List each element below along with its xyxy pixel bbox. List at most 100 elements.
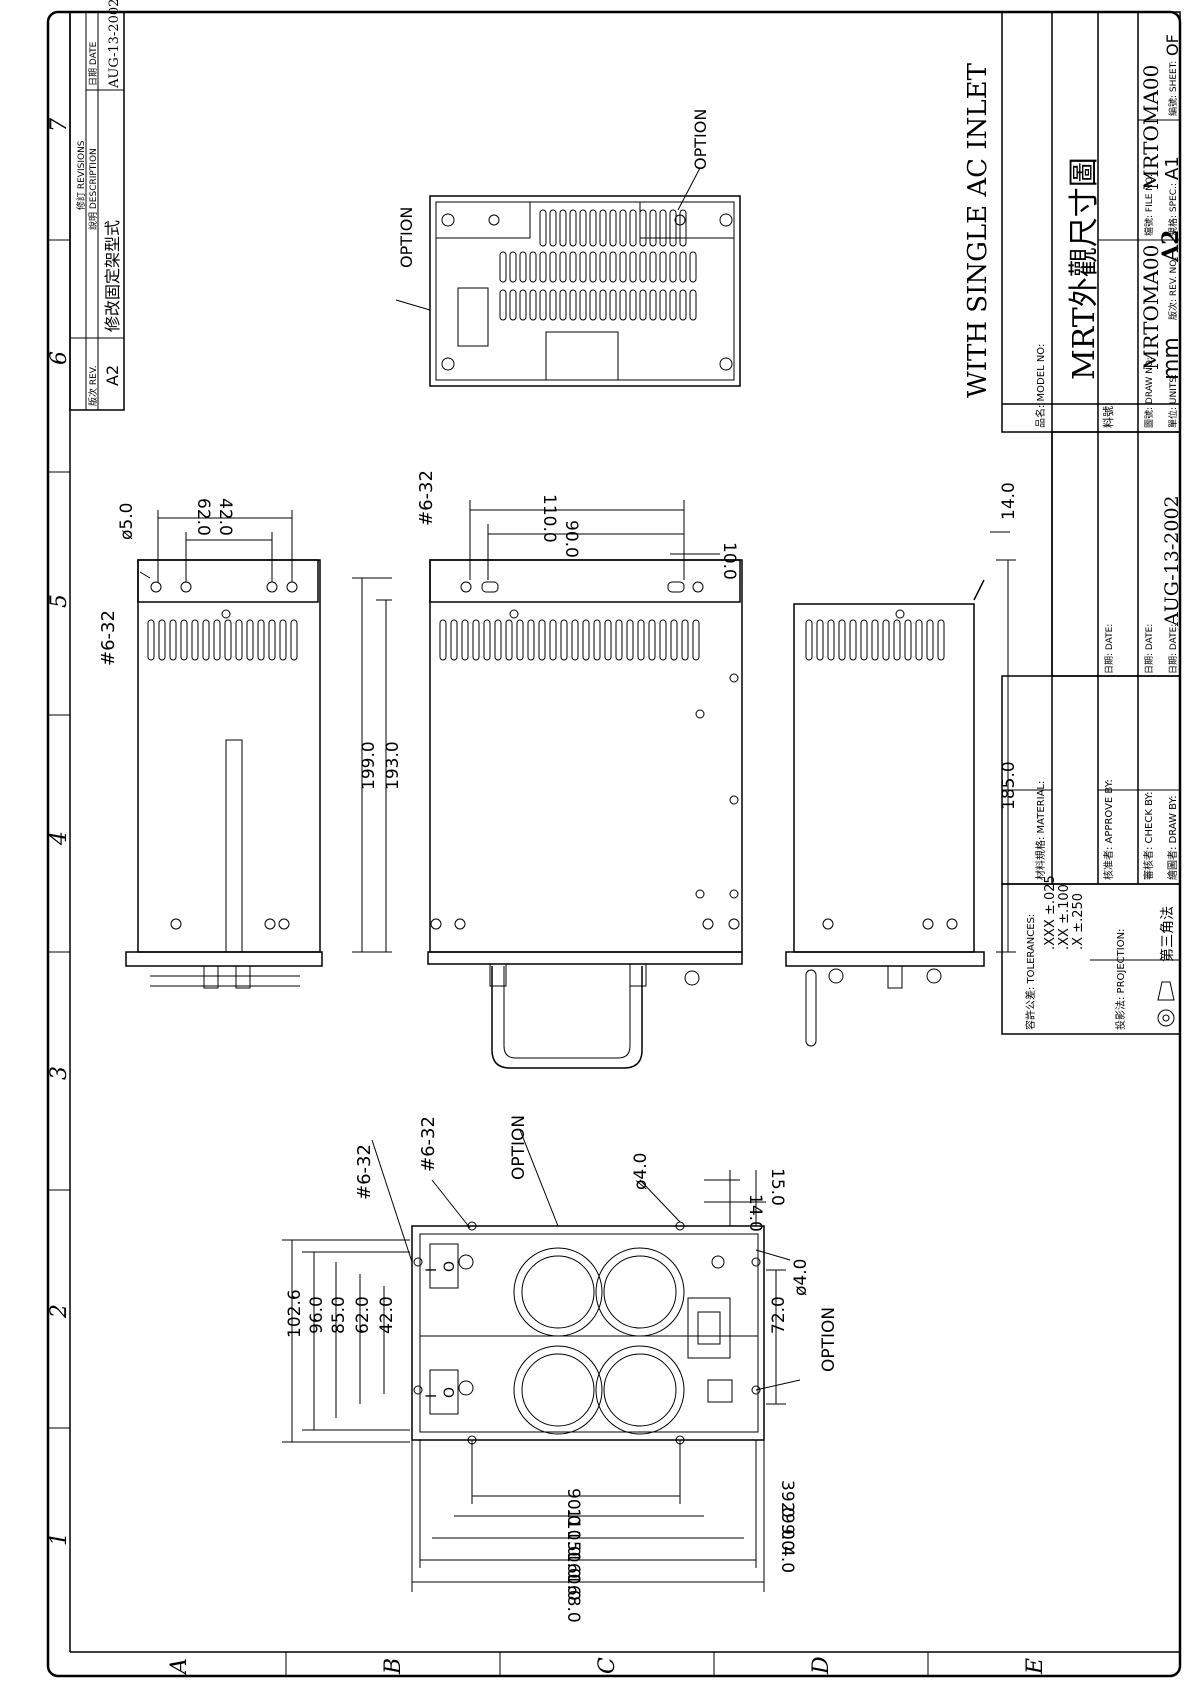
tolerance-xx: .XX ±.100 <box>1057 884 1072 950</box>
vent-slot <box>639 289 647 321</box>
dim-end-85: 85.0 <box>329 1296 349 1334</box>
vent-slot <box>849 619 857 661</box>
file-no-value: MRTOMA00 <box>1139 65 1163 190</box>
draw-no-label: 圖號: DRAW NO: <box>1143 357 1155 428</box>
vent-slot <box>659 251 667 283</box>
zone-B: B <box>381 1658 406 1675</box>
vent-slot <box>549 289 557 321</box>
vent-slot <box>629 251 637 283</box>
vent-slot <box>169 619 177 661</box>
vent-slot <box>571 619 579 661</box>
vent-slot <box>224 619 232 661</box>
vent-slot <box>549 209 557 247</box>
projection-label: 投影法: PROJECTION: <box>1114 929 1127 1030</box>
zone-5: 5 <box>47 594 72 608</box>
vent-slot <box>202 619 210 661</box>
option-callout-rear-right: OPTION <box>691 109 710 170</box>
part-label: 料號: <box>1101 402 1115 428</box>
vent-slot <box>619 209 627 247</box>
single-ac-inlet-note: WITH SINGLE AC INLET <box>963 62 993 398</box>
date-label-draw: 日期: DATE: <box>1168 624 1179 674</box>
vent-slot <box>509 251 517 283</box>
spec-label: 規格: SPEC.: <box>1167 183 1179 236</box>
vent-slot <box>579 251 587 283</box>
vent-slot <box>659 619 667 661</box>
sheet-label: 編號: SHEET: <box>1167 61 1179 116</box>
date-column-header: 日期 DATE <box>88 41 99 86</box>
vent-slot <box>483 619 491 661</box>
revision-number: A2 <box>103 365 122 386</box>
vent-slots <box>147 619 298 661</box>
tolerance-x: .X ±.250 <box>1071 893 1086 950</box>
draw-by-label: 繪圖者: DRAW BY: <box>1166 795 1179 880</box>
zone-A: A <box>167 1658 192 1676</box>
dim-end-150: 150.0 <box>563 1530 583 1579</box>
option-callout-switch: OPTION <box>819 1307 839 1372</box>
revision-description: 修改固定架型式 <box>103 220 122 332</box>
rev-no-value: A2 <box>1158 230 1184 263</box>
vent-slot <box>191 619 199 661</box>
vent-slot <box>505 619 513 661</box>
vent-slot <box>439 619 447 661</box>
sheet-value: OF <box>1163 34 1182 56</box>
vent-slot <box>519 289 527 321</box>
rev-no-label: 版次: REV. NO: <box>1167 257 1179 320</box>
vent-slot <box>604 619 612 661</box>
top-view <box>125 559 323 989</box>
vent-slot <box>926 619 934 661</box>
vent-slot <box>246 619 254 661</box>
vent-slot <box>529 251 537 283</box>
front-view-dimensions <box>469 500 1016 953</box>
vent-slot <box>669 289 677 321</box>
dim-end-160: 160.0 <box>563 1552 583 1601</box>
front-view <box>427 559 743 1069</box>
vent-slot <box>649 289 657 321</box>
vent-slot <box>279 619 287 661</box>
revision-block: 修訂 REVISIONS 版次 REV. 說明 DESCRIPTION 日期 D… <box>69 0 125 411</box>
vent-slot <box>450 619 458 661</box>
tolerances-label: 容許公差: TOLERANCES: <box>1024 914 1037 1030</box>
vent-slot <box>147 619 155 661</box>
vent-slot <box>538 619 546 661</box>
option-callout-rear-left: OPTION <box>397 207 416 268</box>
vent-slot <box>904 619 912 661</box>
top-view-dimensions <box>139 510 392 953</box>
vent-slot <box>539 289 547 321</box>
vent-slot <box>882 619 890 661</box>
vent-slot <box>609 289 617 321</box>
vent-slot <box>669 209 677 247</box>
vent-slot <box>499 251 507 283</box>
vent-slot <box>268 619 276 661</box>
units-label: 單位: UNITS: <box>1167 374 1179 428</box>
vent-slot <box>689 289 697 321</box>
vent-slot <box>589 251 597 283</box>
date-label-check: 日期: DATE: <box>1144 624 1155 674</box>
switch-mark-off-bottom: O <box>442 1387 458 1398</box>
projection-value: 第三角法 <box>1159 906 1176 962</box>
hole-diameter-5: ø5.0 <box>117 503 137 540</box>
dim-end-168: 168.0 <box>563 1574 583 1623</box>
dim-end-29: 29.0 <box>777 1502 797 1540</box>
vent-slot <box>689 251 697 283</box>
revision-date: AUG-13-2002 <box>107 0 122 89</box>
vent-slot <box>669 251 677 283</box>
vent-slot <box>539 209 547 247</box>
dim-top-199: 199.0 <box>359 741 379 790</box>
vent-slot <box>648 619 656 661</box>
switch-mark-on-bottom: I <box>424 1394 440 1398</box>
rev-column-header: 版次 REV. <box>87 365 99 406</box>
dim-front-110: 110.0 <box>539 494 559 543</box>
date-value: AUG-13-2002 <box>1161 495 1183 627</box>
dim-top-193: 193.0 <box>383 741 403 790</box>
vent-slots <box>439 619 700 661</box>
zone-7: 7 <box>47 118 72 132</box>
vent-slot <box>569 209 577 247</box>
switch-mark-on-top: I <box>424 1268 440 1272</box>
vent-slot <box>626 619 634 661</box>
vent-slot <box>235 619 243 661</box>
dim-top-62: 62.0 <box>193 498 213 536</box>
vent-slot <box>549 619 557 661</box>
vent-slot <box>915 619 923 661</box>
end-view <box>411 1221 765 1445</box>
vent-slot <box>461 619 469 661</box>
